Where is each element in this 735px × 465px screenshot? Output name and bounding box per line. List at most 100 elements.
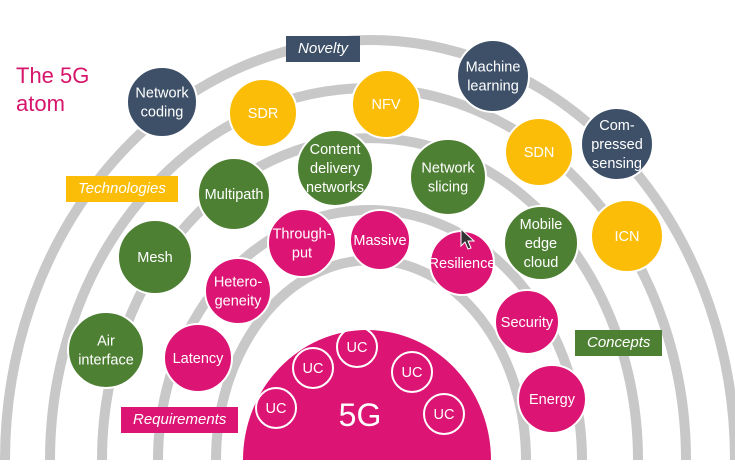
bubble-label: Latency xyxy=(173,351,225,367)
core-label: 5G xyxy=(339,397,382,433)
bubble-networkcoding: Network coding xyxy=(126,66,198,138)
bubble-label: Through- xyxy=(273,227,332,243)
bubble-airinterface: Air interface xyxy=(67,311,145,389)
bubble-circle xyxy=(163,323,233,393)
uc-unit: UC xyxy=(255,387,297,429)
bubble-label: delivery xyxy=(310,161,361,177)
bubble-label: put xyxy=(292,246,312,262)
uc-circle xyxy=(391,351,433,393)
bubble-label: Machine xyxy=(466,60,521,76)
core-units: UC UC UC UC UC xyxy=(255,326,465,435)
bubble-label: Energy xyxy=(529,392,576,408)
uc-circle xyxy=(255,387,297,429)
bubble-through-put: Through-put xyxy=(267,208,337,278)
bubble-multipath: Multipath xyxy=(197,157,271,231)
uc-circle xyxy=(292,347,334,389)
uc-label: UC xyxy=(402,365,423,381)
bubble-circle xyxy=(204,257,272,325)
bubble-label: Air xyxy=(97,334,115,350)
bubble-latency: Latency xyxy=(163,323,233,393)
bubble-circle xyxy=(228,78,298,148)
bubble-label: Security xyxy=(501,315,554,331)
bubble-label: Mobile xyxy=(520,217,563,233)
bubble-label: networks xyxy=(306,180,364,196)
bubble-circle xyxy=(409,138,487,216)
bubble-label: Mesh xyxy=(137,250,172,266)
bubble-machinelearning: Machine learning xyxy=(456,39,530,113)
bubble-label: Massive xyxy=(353,233,406,249)
bubble-circle xyxy=(126,66,198,138)
uc-circle xyxy=(336,326,378,368)
bubble-hetero-geneity: Hetero-geneity xyxy=(204,257,272,325)
bubble-circle xyxy=(580,107,654,181)
bubble-label: cloud xyxy=(524,255,559,271)
bubble-label: pressed xyxy=(591,137,643,153)
bubble-label: NFV xyxy=(372,97,401,113)
mouse-pointer-icon xyxy=(460,227,476,250)
bubble-resilience: Resilience xyxy=(429,230,496,296)
bubble-label: SDN xyxy=(524,145,555,161)
bubble-label: learning xyxy=(467,79,519,95)
uc-unit: UC xyxy=(391,351,433,393)
bubble-label: SDR xyxy=(248,106,279,122)
bubble-energy: Energy xyxy=(517,364,587,434)
title-line-1: The 5G xyxy=(16,63,90,88)
title-line-2: atom xyxy=(16,91,65,116)
bubble-label: Multipath xyxy=(205,187,264,203)
bubble-circle xyxy=(67,311,145,389)
bubble-circle xyxy=(517,364,587,434)
bubble-circle xyxy=(503,205,579,281)
bubble-label: coding xyxy=(141,105,184,121)
bubble-mobileedgecloud: Mobile edge cloud xyxy=(503,205,579,281)
bubble-sdr: SDR xyxy=(228,78,298,148)
outer-orbit-ring xyxy=(0,35,735,461)
bubble-sdn: SDN xyxy=(504,117,574,187)
technology-orbit-ring xyxy=(97,133,643,461)
bubble-label: geneity xyxy=(215,294,263,310)
bubble-circle xyxy=(494,289,560,355)
diagram-title: The 5G atom xyxy=(16,62,89,118)
bubble-circle xyxy=(590,199,664,273)
concepts-tag: Concepts xyxy=(575,330,663,356)
bubble-circle xyxy=(456,39,530,113)
bubble-icn: ICN xyxy=(590,199,664,273)
uc-circle xyxy=(423,393,465,435)
bubble-circle xyxy=(351,69,421,139)
bubble-mesh: Mesh xyxy=(117,219,193,295)
uc-label: UC xyxy=(347,340,368,356)
bubble-circle xyxy=(117,219,193,295)
uc-unit: UC xyxy=(423,393,465,435)
bubble-com-pressedsensing: Com-pressed sensing xyxy=(580,107,654,181)
novelty-tag: Novelty xyxy=(286,36,361,62)
bubble-label: ICN xyxy=(615,229,640,245)
uc-unit: UC xyxy=(336,326,378,368)
bubble-label: Network xyxy=(421,161,475,177)
bubble-security: Security xyxy=(494,289,560,355)
bubble-circle xyxy=(504,117,574,187)
bubble-nfv: NFV xyxy=(351,69,421,139)
bubble-label: sensing xyxy=(592,156,642,172)
bubble-massive: Massive xyxy=(349,209,411,271)
bubble-networkslicing: Network slicing xyxy=(409,138,487,216)
bubble-label: Content xyxy=(310,142,361,158)
bubble-label: Network xyxy=(135,86,189,102)
bubble-circle xyxy=(267,208,337,278)
bubble-circle xyxy=(296,129,374,207)
bubble-label: slicing xyxy=(428,180,468,196)
bubble-label: interface xyxy=(78,353,134,369)
bubble-label: Com- xyxy=(599,118,635,134)
bubble-circle xyxy=(197,157,271,231)
technologies-tag: Technologies xyxy=(66,176,178,202)
bubble-contentdeliverynetworks: Content delivery networks xyxy=(296,129,374,207)
bubble-label: edge xyxy=(525,236,557,252)
uc-label: UC xyxy=(434,407,455,423)
uc-label: UC xyxy=(266,401,287,417)
bubble-label: Resilience xyxy=(429,256,496,272)
uc-unit: UC xyxy=(292,347,334,389)
requirements-tag: Requirements xyxy=(121,407,239,433)
bubble-label: Hetero- xyxy=(214,275,263,291)
bubble-circle xyxy=(349,209,411,271)
